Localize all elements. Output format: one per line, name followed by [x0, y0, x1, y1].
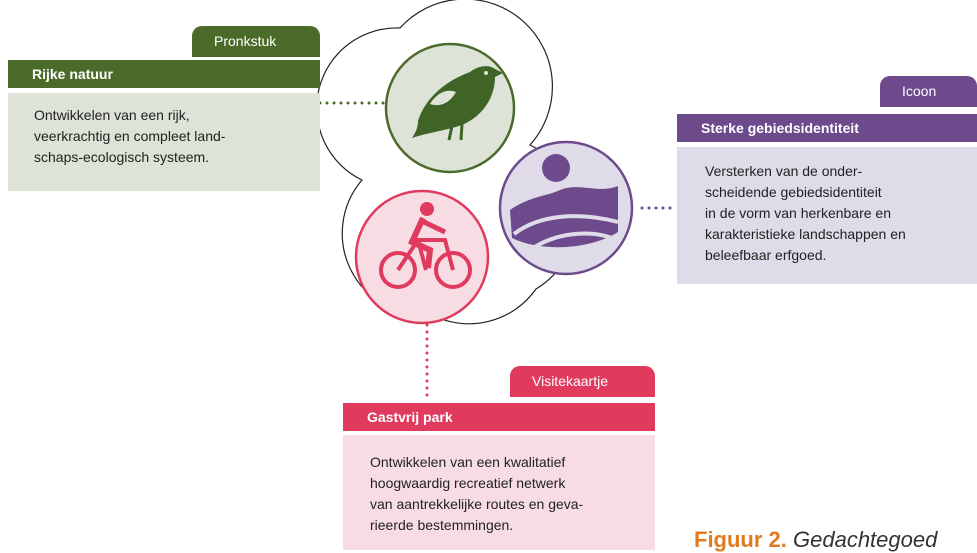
caption-text: Gedachtegoed: [786, 527, 938, 552]
identity-circle: [498, 140, 634, 276]
nature-card: Ontwikkelen van een rijk, veerkrachtig e…: [8, 93, 320, 191]
nature-tag: Pronkstuk: [192, 26, 320, 57]
nature-circle: [384, 42, 516, 174]
landscape-icon: [510, 154, 619, 252]
park-title: Gastvrij park: [343, 403, 655, 431]
identity-text: Versterken van de onder- scheidende gebi…: [705, 163, 906, 263]
park-card: Ontwikkelen van een kwalitatief hoogwaar…: [343, 435, 655, 550]
figure-caption: Figuur 2. Gedachtegoed: [694, 527, 937, 553]
park-tag: Visitekaartje: [510, 366, 655, 397]
nature-title: Rijke natuur: [8, 60, 320, 88]
nature-text: Ontwikkelen van een rijk, veerkrachtig e…: [34, 107, 226, 165]
identity-tag: Icoon: [880, 76, 977, 107]
caption-number: Figuur 2.: [694, 527, 787, 552]
cyclist-icon: [379, 202, 472, 289]
bird-icon: [412, 66, 503, 141]
identity-card: Versterken van de onder- scheidende gebi…: [677, 147, 977, 284]
park-circle: [354, 189, 490, 325]
park-text: Ontwikkelen van een kwalitatief hoogwaar…: [370, 454, 584, 533]
identity-title: Sterke gebiedsidentiteit: [677, 114, 977, 142]
